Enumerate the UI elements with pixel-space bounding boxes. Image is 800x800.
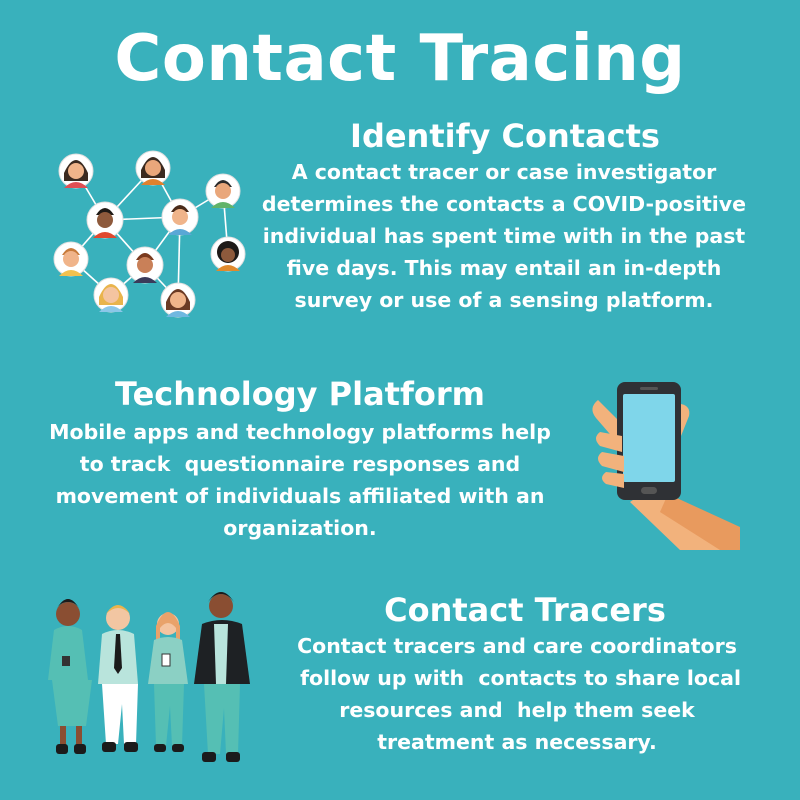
section-body-technology-platform: Mobile apps and technology platforms hel… [30, 416, 570, 544]
person-figure [98, 605, 138, 752]
body-line: individual has spent time with in the pa… [262, 224, 746, 248]
body-line: to track questionnaire responses and [79, 452, 521, 476]
avatar [160, 282, 196, 318]
avatar [58, 153, 94, 189]
body-line: Contact tracers and care coordinators [297, 634, 737, 658]
body-line: five days. This may entail an in-depth [286, 256, 722, 280]
person-figure [48, 599, 92, 754]
body-line: resources and help them seek [339, 698, 695, 722]
body-line: follow up with contacts to share local [292, 666, 742, 690]
section-heading-identify-contacts: Identify Contacts [350, 117, 660, 155]
contact-network-icon [53, 150, 246, 318]
person-figure [194, 592, 250, 762]
avatar [161, 198, 199, 236]
body-line: organization. [223, 516, 377, 540]
avatar [135, 150, 171, 186]
smartphone-hand-icon [592, 382, 740, 550]
body-line: treatment as necessary. [377, 730, 657, 754]
avatar [205, 173, 241, 209]
people-walking-icon [48, 592, 250, 762]
body-line: movement of individuals affiliated with … [55, 484, 545, 508]
person-figure [148, 612, 188, 752]
section-body-identify-contacts: A contact tracer or case investigator de… [250, 156, 758, 316]
body-line: survey or use of a sensing platform. [294, 288, 714, 312]
body-line: determines the contacts a COVID-positive [261, 192, 747, 216]
section-body-contact-tracers: Contact tracers and care coordinators fo… [282, 630, 752, 758]
body-line: A contact tracer or case investigator [291, 160, 717, 184]
page-title: Contact Tracing [114, 22, 686, 96]
avatar [93, 277, 129, 313]
avatar [210, 236, 246, 272]
avatar [126, 246, 164, 284]
avatar [86, 201, 124, 239]
section-heading-technology-platform: Technology Platform [115, 375, 485, 413]
body-line: Mobile apps and technology platforms hel… [49, 420, 551, 444]
section-heading-contact-tracers: Contact Tracers [384, 591, 666, 629]
avatar [53, 241, 89, 277]
